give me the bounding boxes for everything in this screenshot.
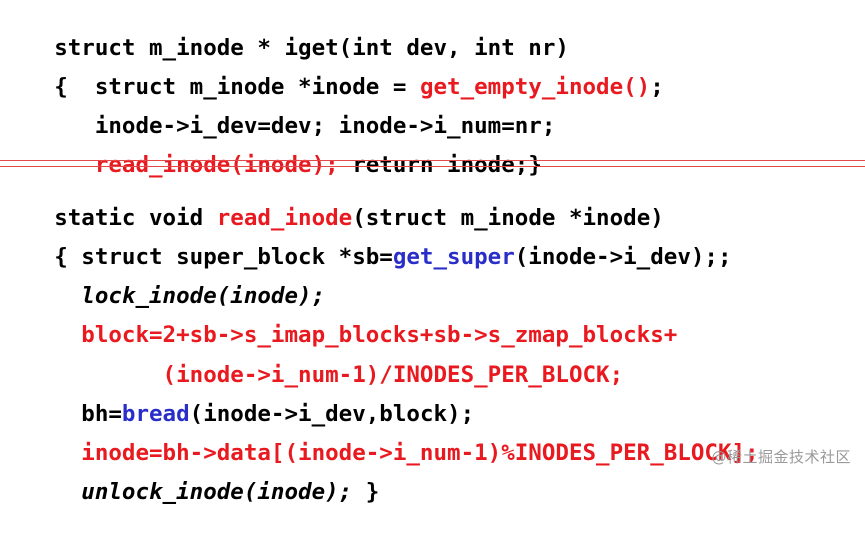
code-text: (struct m_inode *inode)	[352, 205, 664, 231]
code-line: bh=bread(inode->i_dev,block);	[0, 369, 474, 427]
code-line: (inode->i_num-1)/INODES_PER_BLOCK;	[0, 330, 624, 388]
code-line: lock_inode(inode);	[0, 251, 325, 309]
code-call-blue: get_super	[392, 244, 515, 270]
code-call-highlight: read_inode(inode);	[94, 152, 339, 178]
watermark: @稀土掘金技术社区	[711, 448, 851, 466]
code-text-italic: lock_inode(inode);	[54, 283, 326, 309]
separator-line	[0, 160, 865, 161]
code-line: read_inode(inode); return inode;}	[0, 120, 542, 178]
code-line: static void read_inode(struct m_inode *i…	[0, 173, 664, 231]
code-text-red: (inode->i_num-1)/INODES_PER_BLOCK;	[54, 362, 624, 388]
code-call-blue: bread	[121, 401, 190, 427]
code-text: static void	[54, 205, 217, 231]
code-text: { struct m_inode *inode =	[54, 74, 420, 100]
code-call-highlight: read_inode	[216, 205, 353, 231]
code-line: struct m_inode * iget(int dev, int nr)	[0, 3, 569, 61]
code-text: return inode;}	[338, 152, 542, 178]
code-text: ;	[650, 74, 664, 100]
code-call-highlight: get_empty_inode()	[419, 74, 651, 100]
code-text: { struct super_block *sb=	[54, 244, 393, 270]
code-line: inode->i_dev=dev; inode->i_num=nr;	[0, 81, 556, 139]
code-text-red: inode=bh->data[(inode->i_num-1)%INODES_P…	[54, 440, 759, 466]
code-line: inode=bh->data[(inode->i_num-1)%INODES_P…	[0, 408, 758, 466]
code-text: (inode->i_dev,block);	[189, 401, 475, 427]
code-text: bh=	[54, 401, 122, 427]
code-line: { struct m_inode *inode = get_empty_inod…	[0, 42, 664, 100]
code-line: block=2+sb->s_imap_blocks+sb->s_zmap_blo…	[0, 290, 677, 348]
code-text: struct m_inode * iget(int dev, int nr)	[54, 35, 569, 61]
code-text: inode->i_dev=dev; inode->i_num=nr;	[54, 113, 556, 139]
code-line: unlock_inode(inode); }	[0, 447, 379, 505]
code-text-italic: unlock_inode(inode);	[54, 479, 353, 505]
code-text-red: block=2+sb->s_imap_blocks+sb->s_zmap_blo…	[54, 322, 678, 348]
code-text: }	[352, 479, 380, 505]
separator-line	[0, 166, 865, 167]
code-line: { struct super_block *sb=get_super(inode…	[0, 212, 731, 270]
code-text: (inode->i_dev);;	[514, 244, 732, 270]
